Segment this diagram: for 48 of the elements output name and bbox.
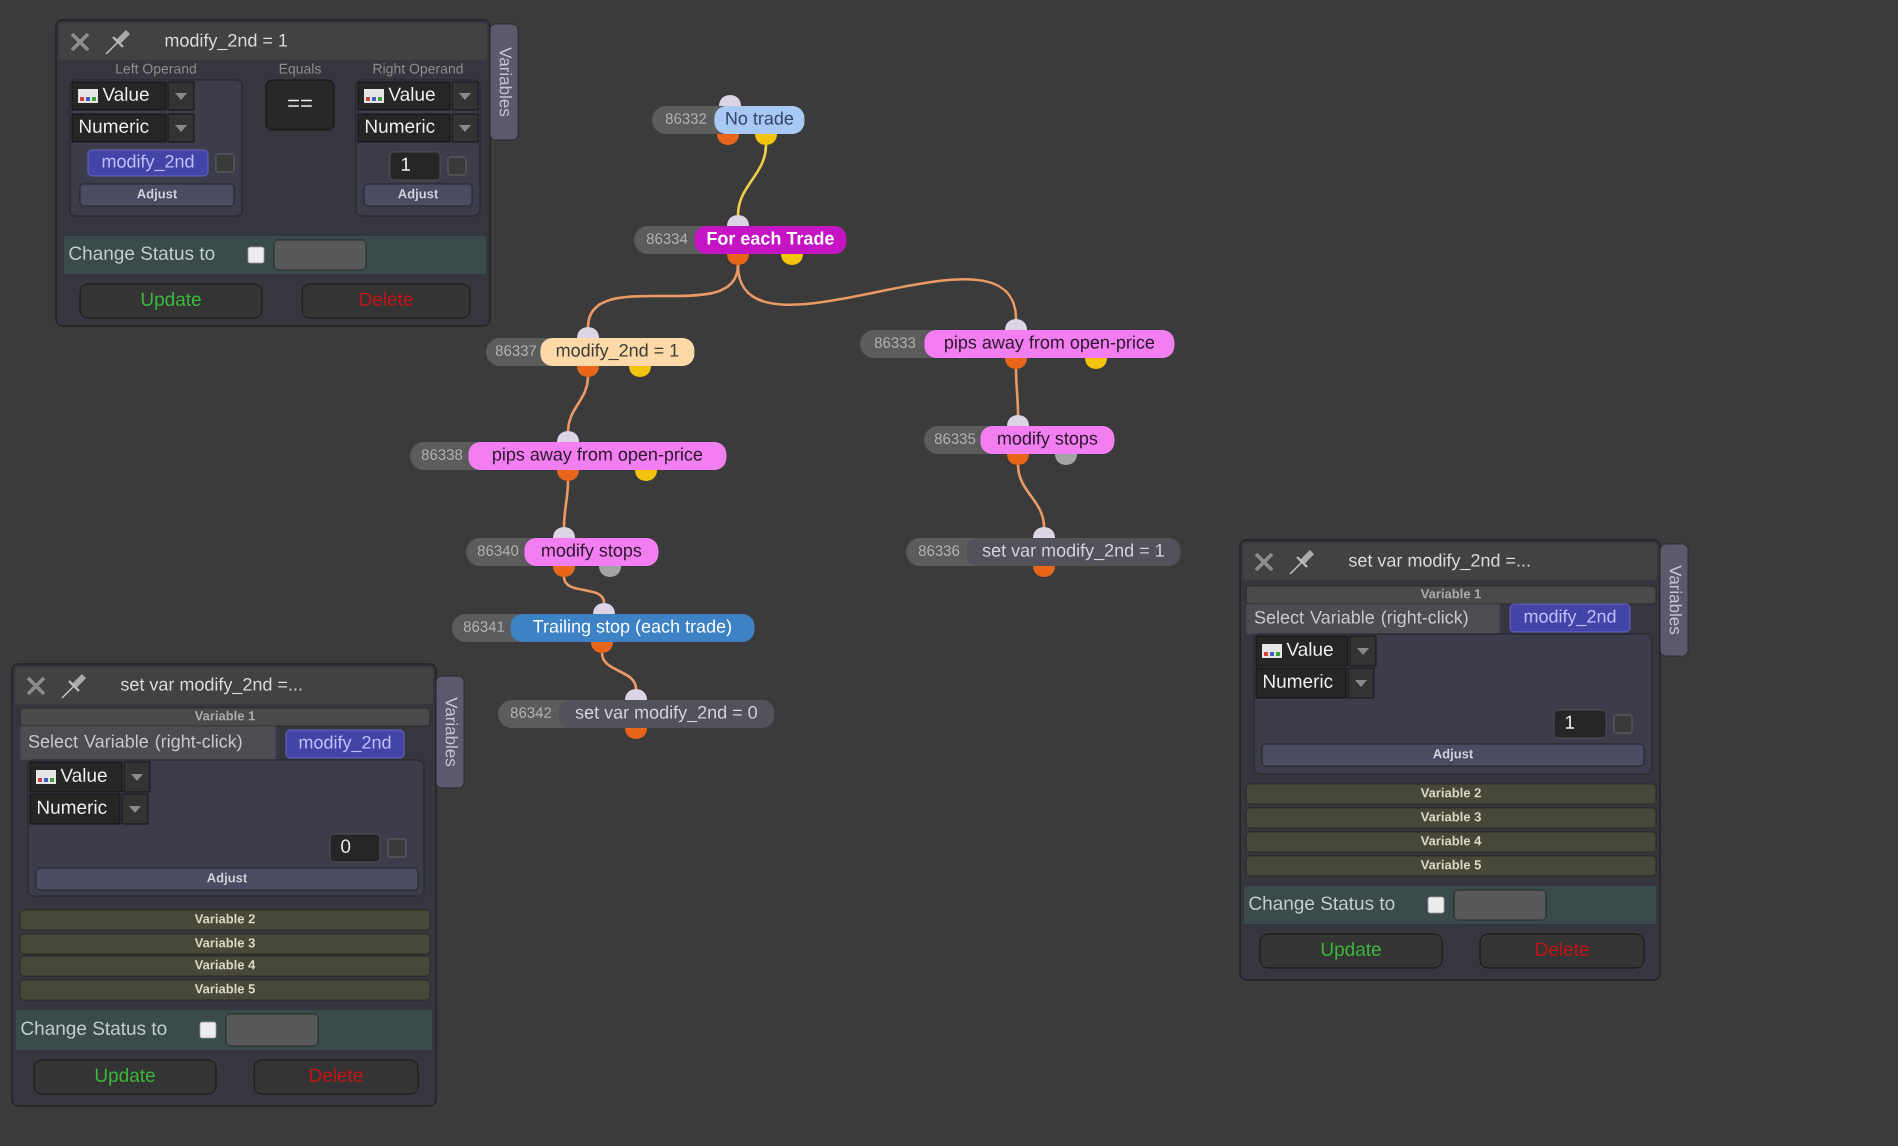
window-title: set var modify_2nd =... — [1348, 553, 1530, 571]
value-field: 1 — [1553, 709, 1607, 739]
node-label: No trade — [714, 106, 805, 134]
dropdown: Value — [1255, 635, 1349, 667]
dropdown: Numeric — [71, 113, 167, 143]
side-tab: Variables — [1659, 543, 1689, 657]
node-label: set var modify_2nd = 1 — [966, 538, 1181, 566]
connector — [586, 264, 740, 328]
window-title: set var modify_2nd =... — [120, 677, 302, 695]
button: Delete — [301, 283, 471, 319]
button: Update — [33, 1059, 217, 1095]
side-tab: Variables — [489, 23, 519, 141]
prompt-bar: Select Variable (right-click) — [1245, 603, 1501, 635]
button: Update — [1259, 933, 1443, 969]
value-field: 1 — [389, 151, 441, 181]
connector — [1014, 369, 1020, 415]
node-label: modify stops — [524, 538, 659, 566]
connector — [600, 652, 638, 690]
button: Delete — [253, 1059, 419, 1095]
node-label: Trailing stop (each trade) — [510, 614, 755, 642]
value-field: 0 — [329, 833, 381, 863]
node-label: pips away from open-price — [468, 442, 727, 470]
variable-chip: modify_2nd — [87, 149, 209, 177]
connector — [566, 376, 590, 432]
node-label: For each Trade — [694, 226, 847, 254]
button: Delete — [1479, 933, 1645, 969]
connector — [736, 144, 768, 216]
dropdown: Value — [29, 761, 123, 793]
connector — [562, 576, 606, 604]
window-title: modify_2nd = 1 — [165, 33, 288, 51]
node-label: modify stops — [980, 426, 1115, 454]
connector — [562, 481, 570, 528]
dropdown: Numeric — [357, 113, 451, 143]
variable-chip: modify_2nd — [1509, 603, 1631, 633]
dropdown: Numeric — [1255, 667, 1347, 699]
node-label: set var modify_2nd = 0 — [558, 700, 775, 728]
node-label: pips away from open-price — [924, 330, 1175, 358]
operator-box: == — [265, 79, 335, 131]
dropdown: Value — [357, 81, 451, 111]
node-label: modify_2nd = 1 — [540, 338, 695, 366]
dropdown: Value — [71, 81, 167, 111]
side-tab: Variables — [435, 675, 465, 789]
prompt-bar: Select Variable (right-click) — [19, 725, 277, 761]
connector — [736, 264, 1018, 320]
connector — [1016, 464, 1046, 528]
variable-chip: modify_2nd — [285, 729, 405, 759]
button: Update — [79, 283, 263, 319]
dropdown: Numeric — [29, 793, 121, 825]
